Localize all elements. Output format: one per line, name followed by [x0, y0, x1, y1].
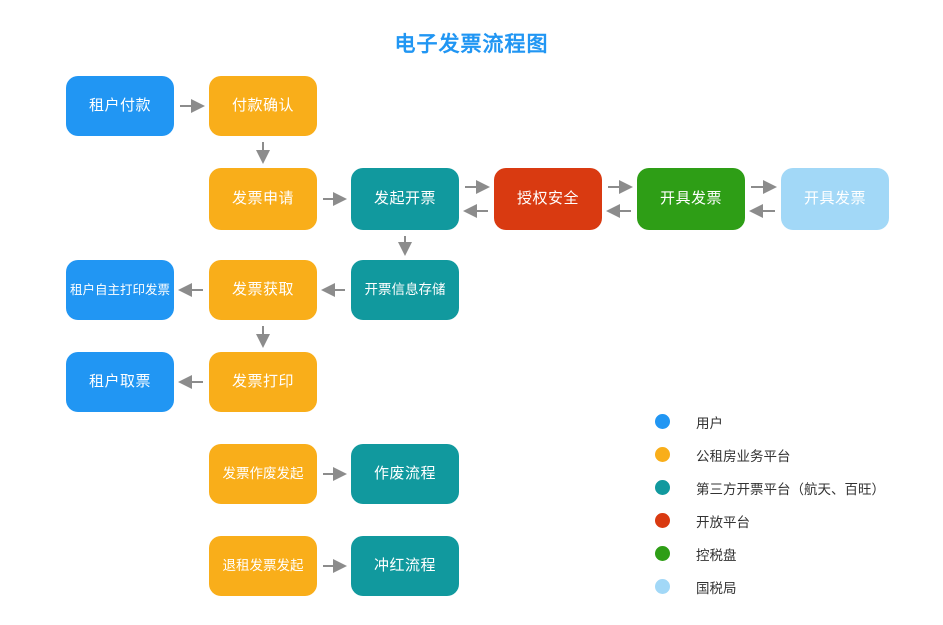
flow-node-label: 发票作废发起: [222, 465, 304, 481]
flow-node[interactable]: 付款确认: [209, 76, 317, 136]
legend-item-label: 第三方开票平台（航天、百旺）: [696, 481, 885, 497]
legend-item: 国税局: [655, 570, 935, 603]
legend-item: 公租房业务平台: [655, 438, 935, 471]
flow-node-label: 退租发票发起: [222, 557, 304, 573]
flow-node[interactable]: 作废流程: [351, 444, 459, 504]
flow-node[interactable]: 冲红流程: [351, 536, 459, 596]
flow-node-label: 开票信息存储: [364, 281, 446, 297]
flow-node[interactable]: 开票信息存储: [351, 260, 459, 320]
legend-color-swatch: [655, 480, 670, 495]
legend-item: 控税盘: [655, 537, 935, 570]
legend-item: 第三方开票平台（航天、百旺）: [655, 471, 935, 504]
legend-color-swatch: [655, 414, 670, 429]
flow-node-label: 租户付款: [88, 97, 151, 114]
page-title: 电子发票流程图: [394, 33, 549, 56]
legend: 用户 公租房业务平台 第三方开票平台（航天、百旺） 开放平台 控税盘 国税局: [655, 405, 935, 603]
flow-node-label: 发票申请: [231, 190, 294, 207]
flow-node[interactable]: 租户自主打印发票: [66, 260, 174, 320]
flow-node[interactable]: 发票申请: [209, 168, 317, 230]
legend-item-label: 开放平台: [696, 514, 750, 530]
legend-color-swatch: [655, 546, 670, 561]
legend-item-label: 控税盘: [696, 547, 737, 563]
flow-node[interactable]: 租户取票: [66, 352, 174, 412]
flow-node-label: 发票获取: [231, 281, 294, 298]
flow-node-label: 授权安全: [516, 190, 579, 207]
flow-node-label: 开具发票: [803, 190, 866, 207]
flow-node-label: 冲红流程: [373, 557, 436, 574]
flow-node-label: 发起开票: [373, 190, 436, 207]
flow-node[interactable]: 退租发票发起: [209, 536, 317, 596]
legend-item: 开放平台: [655, 504, 935, 537]
flow-node[interactable]: 发票获取: [209, 260, 317, 320]
flow-node-label: 租户取票: [88, 373, 151, 390]
legend-color-swatch: [655, 513, 670, 528]
flow-node[interactable]: 开具发票: [781, 168, 889, 230]
flow-node-label: 作废流程: [373, 465, 436, 482]
legend-color-swatch: [655, 579, 670, 594]
legend-item-label: 国税局: [696, 580, 737, 596]
flow-node[interactable]: 授权安全: [494, 168, 602, 230]
flow-node-label: 付款确认: [231, 97, 294, 114]
flow-node-label: 发票打印: [231, 373, 294, 390]
flow-node[interactable]: 发起开票: [351, 168, 459, 230]
legend-color-swatch: [655, 447, 670, 462]
legend-item-label: 公租房业务平台: [696, 448, 791, 464]
flow-node[interactable]: 租户付款: [66, 76, 174, 136]
flow-node[interactable]: 开具发票: [637, 168, 745, 230]
legend-item: 用户: [655, 405, 935, 438]
flow-node[interactable]: 发票作废发起: [209, 444, 317, 504]
flow-node-label: 开具发票: [659, 190, 722, 207]
legend-item-label: 用户: [696, 415, 723, 431]
flow-node[interactable]: 发票打印: [209, 352, 317, 412]
flow-node-label: 租户自主打印发票: [69, 282, 170, 297]
